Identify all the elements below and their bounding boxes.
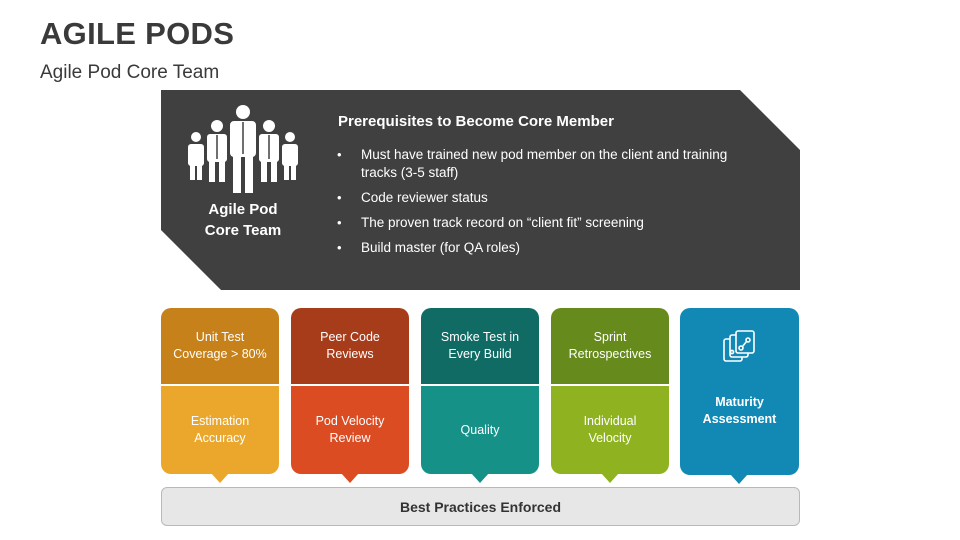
card-top-label: Unit Test Coverage > 80%: [173, 330, 267, 361]
card-pointer: [471, 473, 489, 483]
card-bottom: Quality: [421, 386, 539, 474]
card-bottom: Individual Velocity: [551, 386, 669, 474]
layered-cards-icon: [723, 330, 755, 362]
card-pointer: [601, 473, 619, 483]
prerequisites-heading: Prerequisites to Become Core Member: [338, 113, 614, 130]
card-bottom-label: Estimation Accuracy: [190, 414, 250, 445]
best-practices-label: Best Practices Enforced: [399, 498, 562, 515]
best-practices-bar: Best Practices Enforced: [161, 487, 800, 526]
prerequisite-item: Code reviewer status: [337, 189, 747, 207]
card-top: Smoke Test in Every Build: [421, 308, 539, 384]
card-bottom-label: Quality: [460, 422, 500, 437]
team-people-icon: [188, 105, 298, 193]
prerequisite-item: The proven track record on “client fit” …: [337, 214, 747, 232]
page-subtitle: Agile Pod Core Team: [40, 62, 220, 83]
card-bottom: Pod Velocity Review: [291, 386, 409, 474]
card-bottom-label: Individual Velocity: [583, 414, 637, 445]
card-top-label: Peer Code Reviews: [320, 330, 380, 361]
card-pointer: [211, 473, 229, 483]
card-bottom: Estimation Accuracy: [161, 386, 279, 474]
card-top-label: Smoke Test in Every Build: [440, 330, 520, 361]
maturity-label: Maturity Assessment: [702, 395, 777, 426]
card-top: Peer Code Reviews: [291, 308, 409, 384]
card-bottom-label: Pod Velocity Review: [315, 414, 385, 445]
page-title: AGILE PODS: [40, 16, 235, 51]
prerequisite-item: Must have trained new pod member on the …: [337, 146, 747, 182]
maturity-assessment-card: Maturity Assessment: [680, 308, 799, 484]
card-pointer: [730, 474, 748, 484]
prerequisites-list: Must have trained new pod member on the …: [337, 146, 747, 264]
team-label: Agile Pod Core Team: [204, 201, 282, 239]
card-pointer: [341, 473, 359, 483]
card-top-label: Sprint Retrospectives: [568, 330, 652, 361]
card-top: Sprint Retrospectives: [551, 308, 669, 384]
card-top: Unit Test Coverage > 80%: [161, 308, 279, 384]
prerequisite-item: Build master (for QA roles): [337, 239, 747, 257]
